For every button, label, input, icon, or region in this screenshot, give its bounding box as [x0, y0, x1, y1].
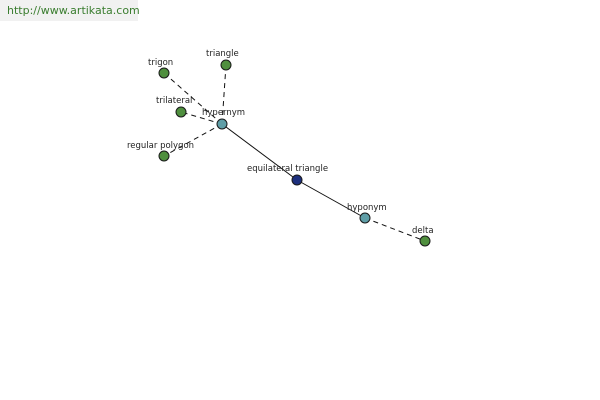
artikata-url-link[interactable]: http://www.artikata.com [0, 0, 140, 21]
node-hypernym[interactable]: hypernym [202, 108, 245, 130]
edge-hypernym-to-trilateral [180, 111, 223, 125]
node-label-regular-polygon: regular polygon [127, 141, 194, 151]
node-label-equilateral-triangle: equilateral triangle [247, 164, 328, 174]
edge-hypernym-to-triangle [221, 64, 227, 125]
node-regular-polygon[interactable]: regular polygon [127, 141, 194, 162]
edges-layer [163, 64, 426, 242]
node-circle-triangle[interactable] [220, 59, 232, 71]
node-trilateral[interactable]: trilateral [156, 96, 192, 118]
edge-hypernym-to-regular-polygon [163, 123, 223, 157]
node-equilateral-triangle[interactable]: equilateral triangle [247, 164, 328, 186]
edge-hypernym-to-equilateral-triangle [221, 123, 298, 181]
node-label-hypernym: hypernym [202, 108, 245, 118]
node-label-trigon: trigon [148, 58, 173, 68]
node-circle-hypernym[interactable] [216, 118, 228, 130]
node-triangle[interactable]: triangle [206, 49, 239, 71]
node-label-triangle: triangle [206, 49, 239, 59]
node-hyponym[interactable]: hyponym [347, 203, 387, 224]
node-circle-regular-polygon[interactable] [158, 150, 170, 162]
node-circle-equilateral-triangle[interactable] [291, 174, 303, 186]
edge-equilateral-triangle-to-hyponym [296, 179, 366, 219]
node-label-delta: delta [412, 226, 434, 236]
node-label-trilateral: trilateral [156, 96, 192, 106]
node-delta[interactable]: delta [412, 226, 434, 247]
node-trigon[interactable]: trigon [148, 58, 173, 79]
nodes-layer: trigon triangle trilateral hypernym regular … [127, 49, 434, 247]
node-circle-trilateral[interactable] [175, 106, 187, 118]
node-label-hyponym: hyponym [347, 203, 387, 213]
node-circle-delta[interactable] [419, 235, 431, 247]
edge-hyponym-to-delta [364, 217, 426, 242]
node-circle-trigon[interactable] [158, 67, 170, 79]
node-circle-hyponym[interactable] [359, 212, 371, 224]
edge-hypernym-to-trigon [163, 72, 223, 125]
